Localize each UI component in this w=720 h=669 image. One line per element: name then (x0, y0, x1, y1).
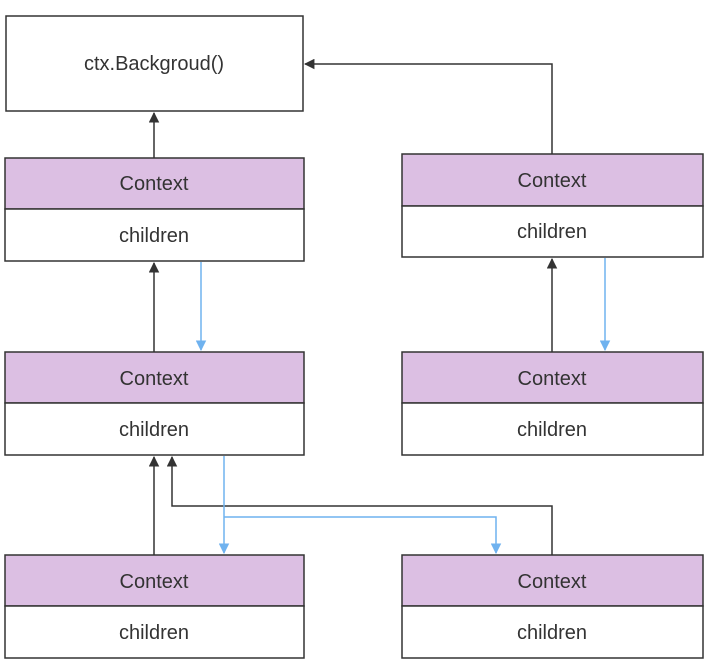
children-section (401, 205, 704, 258)
parent-arrow-rightbottom-to-leftmid (166, 455, 553, 555)
context-title: Context (120, 368, 189, 390)
context-node-right-mid: Context children (401, 351, 704, 456)
context-title: Context (518, 170, 587, 192)
context-header (401, 554, 704, 607)
context-header (401, 351, 704, 404)
context-title: Context (120, 173, 189, 195)
context-header (4, 351, 305, 404)
children-label: children (119, 225, 189, 247)
context-node-right-bottom: Context children (401, 554, 704, 659)
context-title: Context (518, 368, 587, 390)
context-node-left-mid: Context children (4, 351, 305, 456)
root-node: ctx.Backgroud() (5, 15, 304, 112)
children-section (4, 208, 305, 262)
children-label: children (517, 419, 587, 441)
context-header (401, 153, 704, 207)
root-label: ctx.Backgroud() (84, 53, 224, 75)
children-section (401, 402, 704, 456)
children-label: children (517, 622, 587, 644)
context-node-left-bottom: Context children (4, 554, 305, 659)
context-node-right-top: Context children (401, 153, 704, 258)
parent-arrow-righttop-to-root (303, 58, 553, 154)
children-arrow-leftmid-to-rightbottom (224, 516, 502, 555)
children-label: children (119, 622, 189, 644)
context-title: Context (120, 571, 189, 593)
context-header (4, 157, 305, 210)
context-node-left-top: Context children (4, 157, 305, 262)
children-section (401, 605, 704, 659)
children-label: children (119, 419, 189, 441)
context-header (4, 554, 305, 607)
children-section (4, 402, 305, 456)
children-label: children (517, 221, 587, 243)
children-section (4, 605, 305, 659)
context-title: Context (518, 571, 587, 593)
